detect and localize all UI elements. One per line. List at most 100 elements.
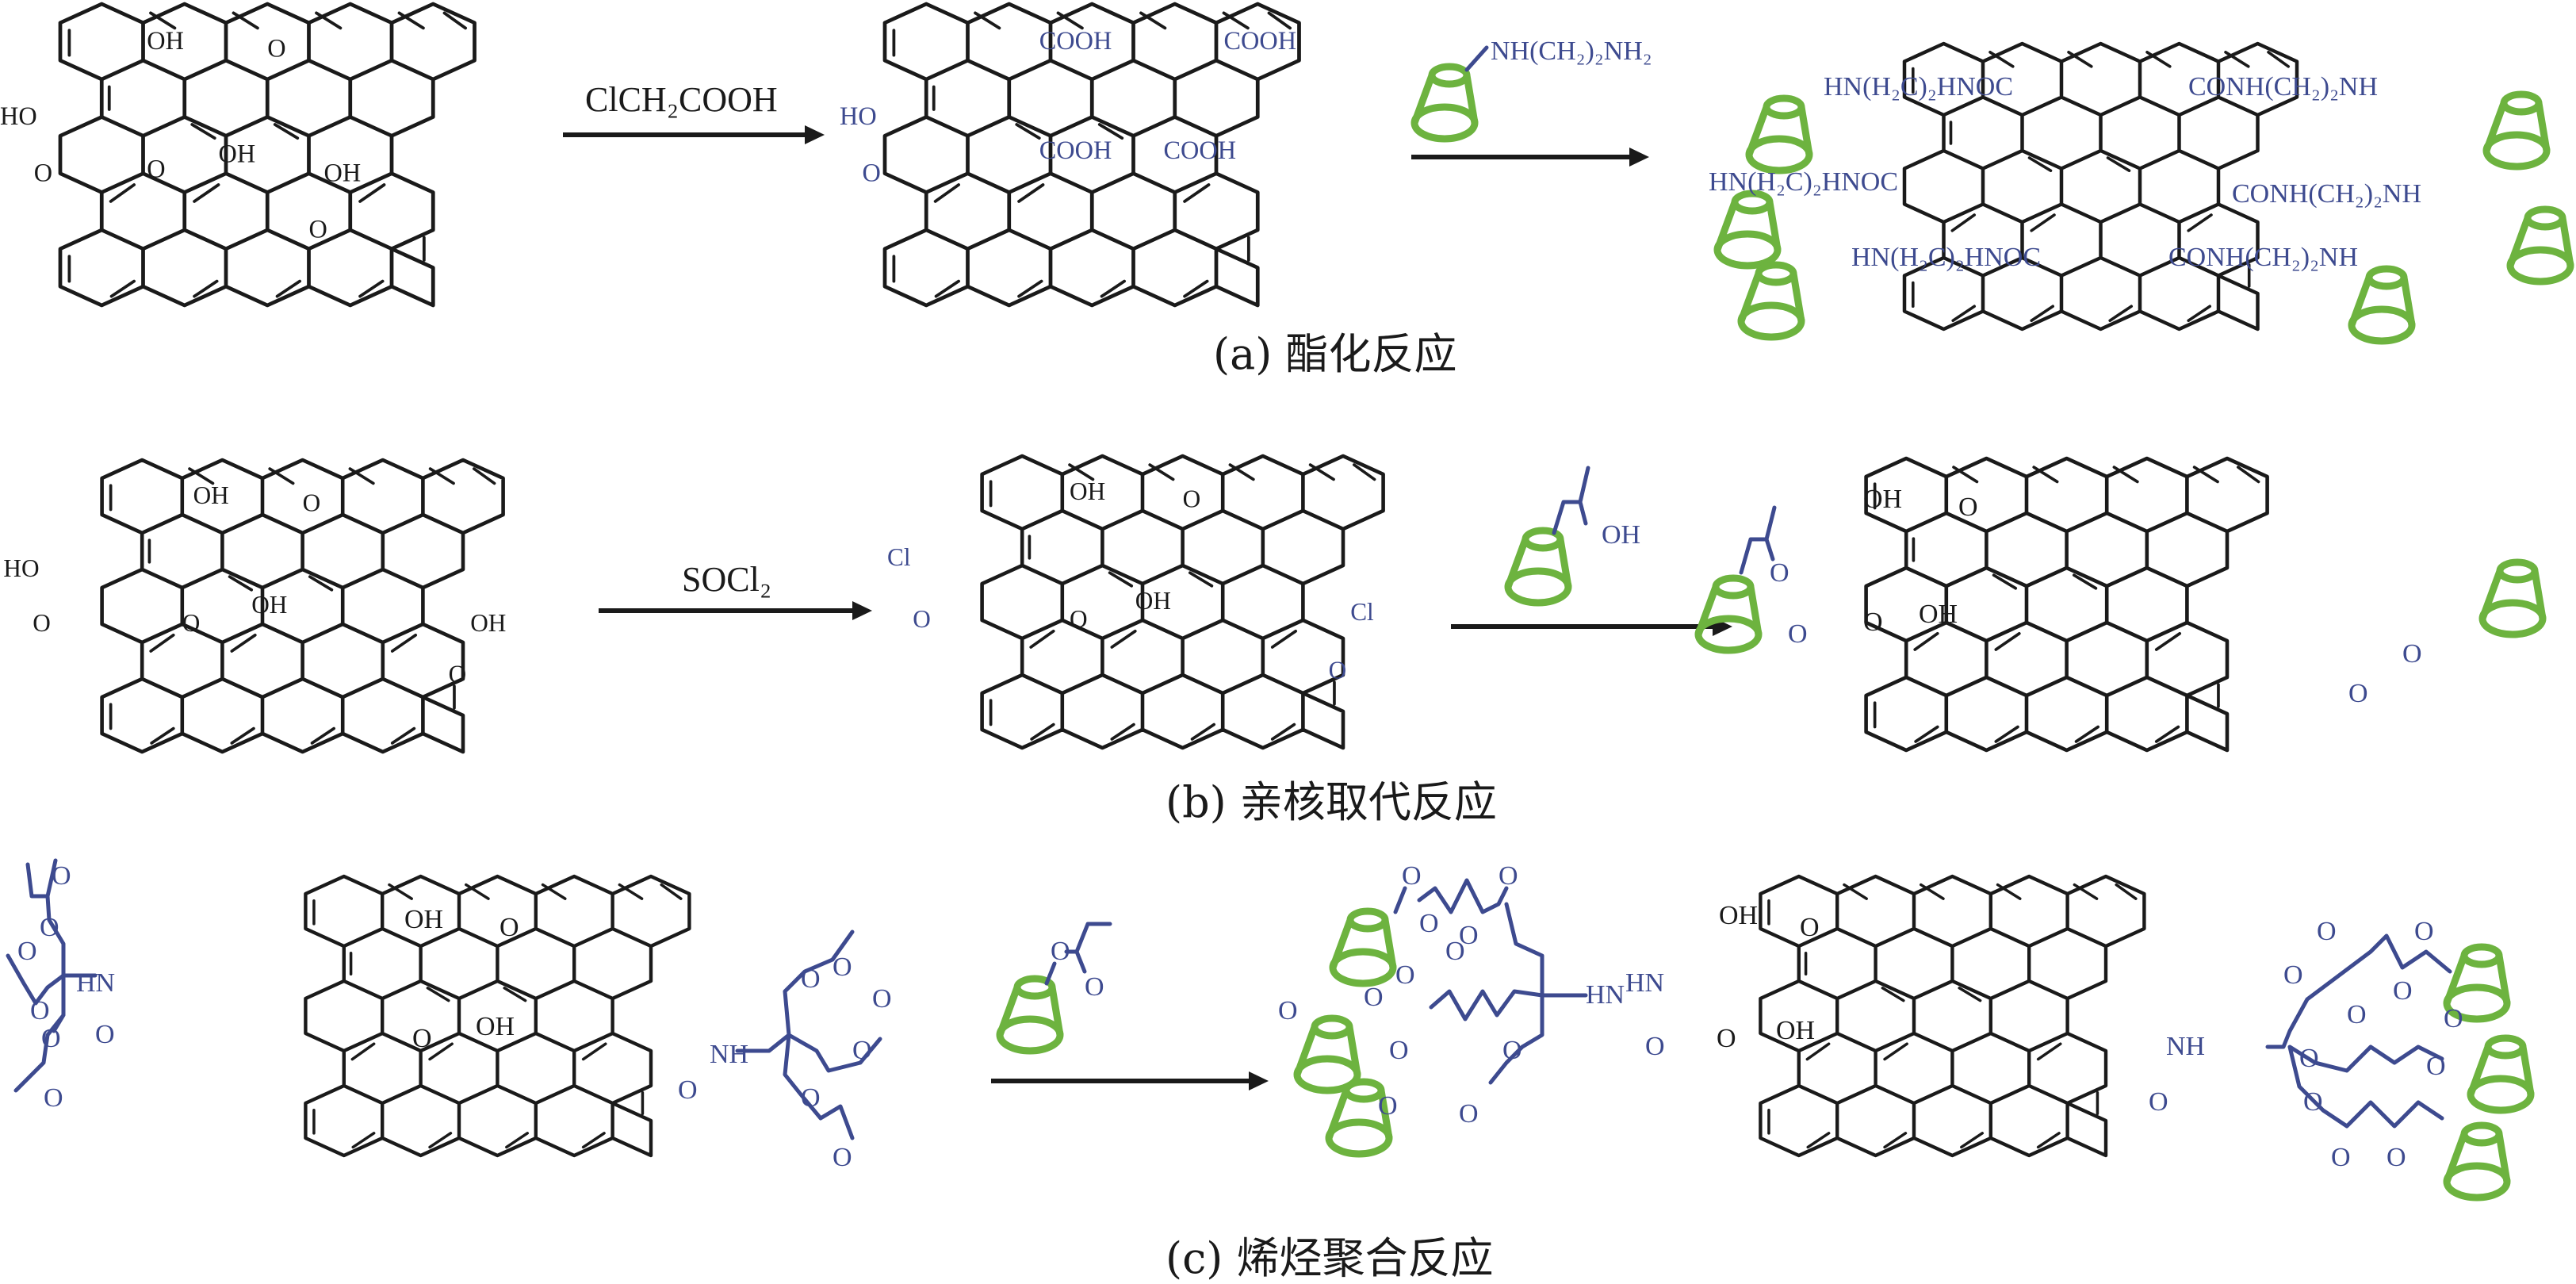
reagent-label: OH: [1602, 520, 1640, 550]
label: O: [2444, 1004, 2463, 1033]
reagent-label: SOCl₂: [682, 560, 771, 599]
label: COOH: [1224, 26, 1297, 55]
cyclodextrin-icon: [2352, 269, 2412, 341]
label: OH: [1776, 1016, 1815, 1045]
label: NH: [710, 1040, 748, 1069]
label: O: [41, 1024, 61, 1053]
label: O: [30, 996, 50, 1025]
label: O: [95, 1020, 115, 1049]
label: OH: [1719, 901, 1758, 930]
label: O: [2303, 1087, 2323, 1117]
cyclodextrin-icon: [1508, 531, 1568, 603]
panel-c: O O O O O O HN O OH O O OH NH O O O O O …: [6, 858, 2531, 1283]
label: O: [147, 155, 165, 183]
label: HN: [1625, 968, 1664, 998]
label: O: [40, 913, 59, 942]
cyclodextrin-icon: [1741, 265, 1801, 337]
reaction-arrow: NH(CH₂)₂NH₂: [1411, 36, 1652, 167]
label: O: [17, 937, 37, 966]
label: OH: [404, 905, 443, 934]
label: O: [1419, 909, 1439, 938]
label: CONH(CH₂)₂NH: [2168, 243, 2358, 272]
carboxylated-go: COOH COOH HO O COOH COOH: [840, 4, 1299, 305]
label: O: [678, 1075, 698, 1105]
label: O: [852, 1036, 872, 1065]
label: O: [872, 984, 892, 1014]
cd-functionalized-go: HN(H₂C)₂HNOC CONH(CH₂)₂NH HN(H₂C)₂HNOC C…: [1709, 44, 2570, 341]
cd-ester-go: OH O O O O OH O O: [1698, 458, 2543, 750]
label: OH: [193, 481, 229, 509]
panel-a: OH O HO O O OH OH O ClCH₂COOH COOH COOH …: [0, 4, 2570, 379]
label: O: [1788, 619, 1808, 649]
label: O: [2317, 917, 2337, 946]
label: O: [2299, 1044, 2319, 1073]
label: O: [2348, 679, 2368, 708]
label: O: [833, 952, 852, 982]
label: O: [1459, 921, 1479, 950]
label: O: [1863, 608, 1883, 637]
label: HN(H₂C)₂HNOC: [1824, 72, 2013, 102]
label: HN: [76, 968, 115, 998]
label: O: [1389, 1036, 1409, 1065]
label: O: [863, 158, 881, 186]
label: O: [1958, 493, 1978, 522]
acyl-chloride-go: OH O Cl O O OH Cl O: [887, 456, 1384, 748]
cyclodextrin-icon: [2486, 94, 2547, 167]
cyclodextrin-icon: [1297, 1018, 1357, 1090]
label: O: [44, 1083, 63, 1113]
label: HN(H₂C)₂HNOC: [1709, 167, 1898, 197]
label: O: [1051, 937, 1070, 966]
label: O: [1717, 1024, 1736, 1053]
cyclodextrin-icon: [2482, 562, 2543, 634]
reagent-label: NH(CH₂)₂NH₂: [1491, 36, 1652, 66]
label: O: [1445, 937, 1465, 966]
label: OH: [1863, 485, 1902, 514]
label: OH: [1070, 477, 1105, 505]
cyclodextrin-icon: [2510, 209, 2570, 282]
label: O: [1329, 657, 1347, 684]
label: OH: [1135, 587, 1171, 615]
reagent-label: ClCH₂COOH: [585, 80, 778, 119]
label: O: [1364, 983, 1384, 1012]
label: COOH: [1164, 136, 1237, 164]
label: O: [182, 609, 201, 637]
panel-caption: (b) 亲核取代反应: [1166, 777, 1497, 827]
label: HN: [1586, 980, 1625, 1010]
label: HO: [3, 554, 39, 582]
panel-caption: (a) 酯化反应: [1213, 329, 1457, 379]
label: O: [2347, 1000, 2367, 1029]
label: O: [2331, 1143, 2351, 1172]
label: O: [1278, 996, 1298, 1025]
label: NH: [2166, 1032, 2205, 1061]
label: CONH(CH₂)₂NH: [2232, 179, 2421, 209]
label: O: [801, 1083, 821, 1113]
label: O: [1499, 861, 1518, 891]
label: HO: [0, 102, 37, 130]
label: O: [412, 1024, 432, 1053]
label: HO: [840, 102, 877, 130]
label: O: [2414, 917, 2434, 946]
label: O: [2387, 1143, 2406, 1172]
label: CONH(CH₂)₂NH: [2188, 72, 2378, 102]
label: O: [1800, 913, 1820, 942]
label: OH: [147, 26, 184, 55]
label: O: [1502, 1036, 1522, 1065]
label: O: [34, 158, 52, 186]
label: O: [1402, 861, 1422, 891]
acrylate-go: O O O O O O HN O OH O O OH NH O O O O O …: [6, 858, 892, 1172]
label: O: [1459, 1099, 1479, 1129]
panel-b: OH O HO O O OH OH O SOCl₂ OH O Cl O O OH…: [3, 456, 2543, 827]
label: OH: [219, 140, 256, 168]
label: O: [33, 609, 51, 637]
panel-caption: (c) 烯烃聚合反应: [1166, 1233, 1494, 1283]
label: OH: [1919, 600, 1958, 629]
label: O: [267, 34, 285, 63]
label: O: [801, 964, 821, 994]
label: O: [1070, 605, 1088, 633]
reaction-arrow: O O: [991, 922, 1269, 1090]
cyclodextrin-icon: [1333, 911, 1393, 983]
label: O: [1395, 960, 1415, 990]
label: O: [2393, 976, 2413, 1006]
label: OH: [324, 158, 362, 186]
